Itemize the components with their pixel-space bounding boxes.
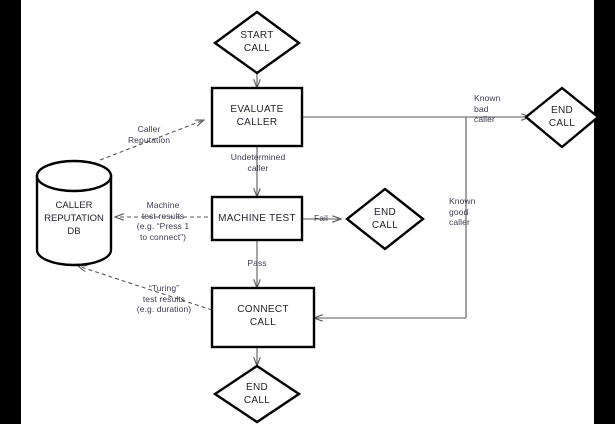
label-turing-test-results: “Turing” test results (e.g. duration) [136, 283, 192, 314]
label-fail: Fail [313, 213, 329, 223]
end-call-bottom-line2: CALL [243, 395, 271, 406]
connect-call-line2: CALL [249, 317, 277, 328]
start-call-line2: CALL [243, 43, 271, 54]
label-undetermined-caller: Undetermined caller [230, 152, 286, 173]
end-call-fail-line1: END [373, 207, 396, 218]
end-call-bad-line1: END [550, 105, 573, 116]
database-line1: CALLER [55, 200, 93, 211]
end-call-bad-line2: CALL [548, 118, 576, 129]
label-known-good-caller: Known good caller [449, 196, 476, 227]
connect-call-line1: CONNECT [237, 304, 289, 315]
edge-connect-to-db-dashed [78, 266, 213, 311]
node-start-call [212, 10, 302, 75]
database-line3: DB [67, 226, 81, 237]
machine-test-label: MACHINE TEST [212, 212, 302, 225]
letterbox-left [0, 0, 21, 424]
evaluate-caller-line1: EVALUATE [230, 104, 284, 115]
start-call-label: START CALL [215, 29, 299, 55]
machine-test-line1: MACHINE TEST [218, 213, 296, 224]
connect-call-label: CONNECT CALL [212, 303, 314, 329]
end-call-fail-line2: CALL [371, 220, 399, 231]
diagram-canvas [21, 0, 594, 424]
node-machine-test [210, 195, 304, 242]
node-connect-call [210, 286, 316, 349]
edge-db-to-evaluate-dashed [99, 120, 204, 161]
node-caller-reputation-db [35, 159, 113, 267]
end-call-bottom-label: END CALL [215, 381, 299, 407]
end-call-fail-label: END CALL [347, 206, 423, 232]
label-machine-test-results: Machine test results (e.g. “Press 1 to c… [136, 200, 190, 242]
end-call-bad-label: END CALL [526, 104, 598, 130]
database-label: CALLER REPUTATION DB [34, 199, 114, 238]
evaluate-caller-line2: CALLER [236, 117, 278, 128]
evaluate-caller-label: EVALUATE CALLER [212, 103, 302, 129]
database-line2: REPUTATION [44, 213, 104, 224]
start-call-line1: START [240, 30, 274, 41]
letterbox-right [594, 0, 615, 424]
end-call-bottom-line1: END [245, 382, 268, 393]
node-end-call-bad [524, 86, 600, 149]
label-known-bad-caller: Known bad caller [474, 93, 501, 124]
node-end-call-bottom [212, 364, 302, 424]
label-pass: Pass [247, 258, 267, 268]
node-end-call-fail [345, 187, 425, 251]
label-caller-reputation: Caller Reputation [127, 124, 171, 145]
node-evaluate-caller [210, 86, 304, 148]
